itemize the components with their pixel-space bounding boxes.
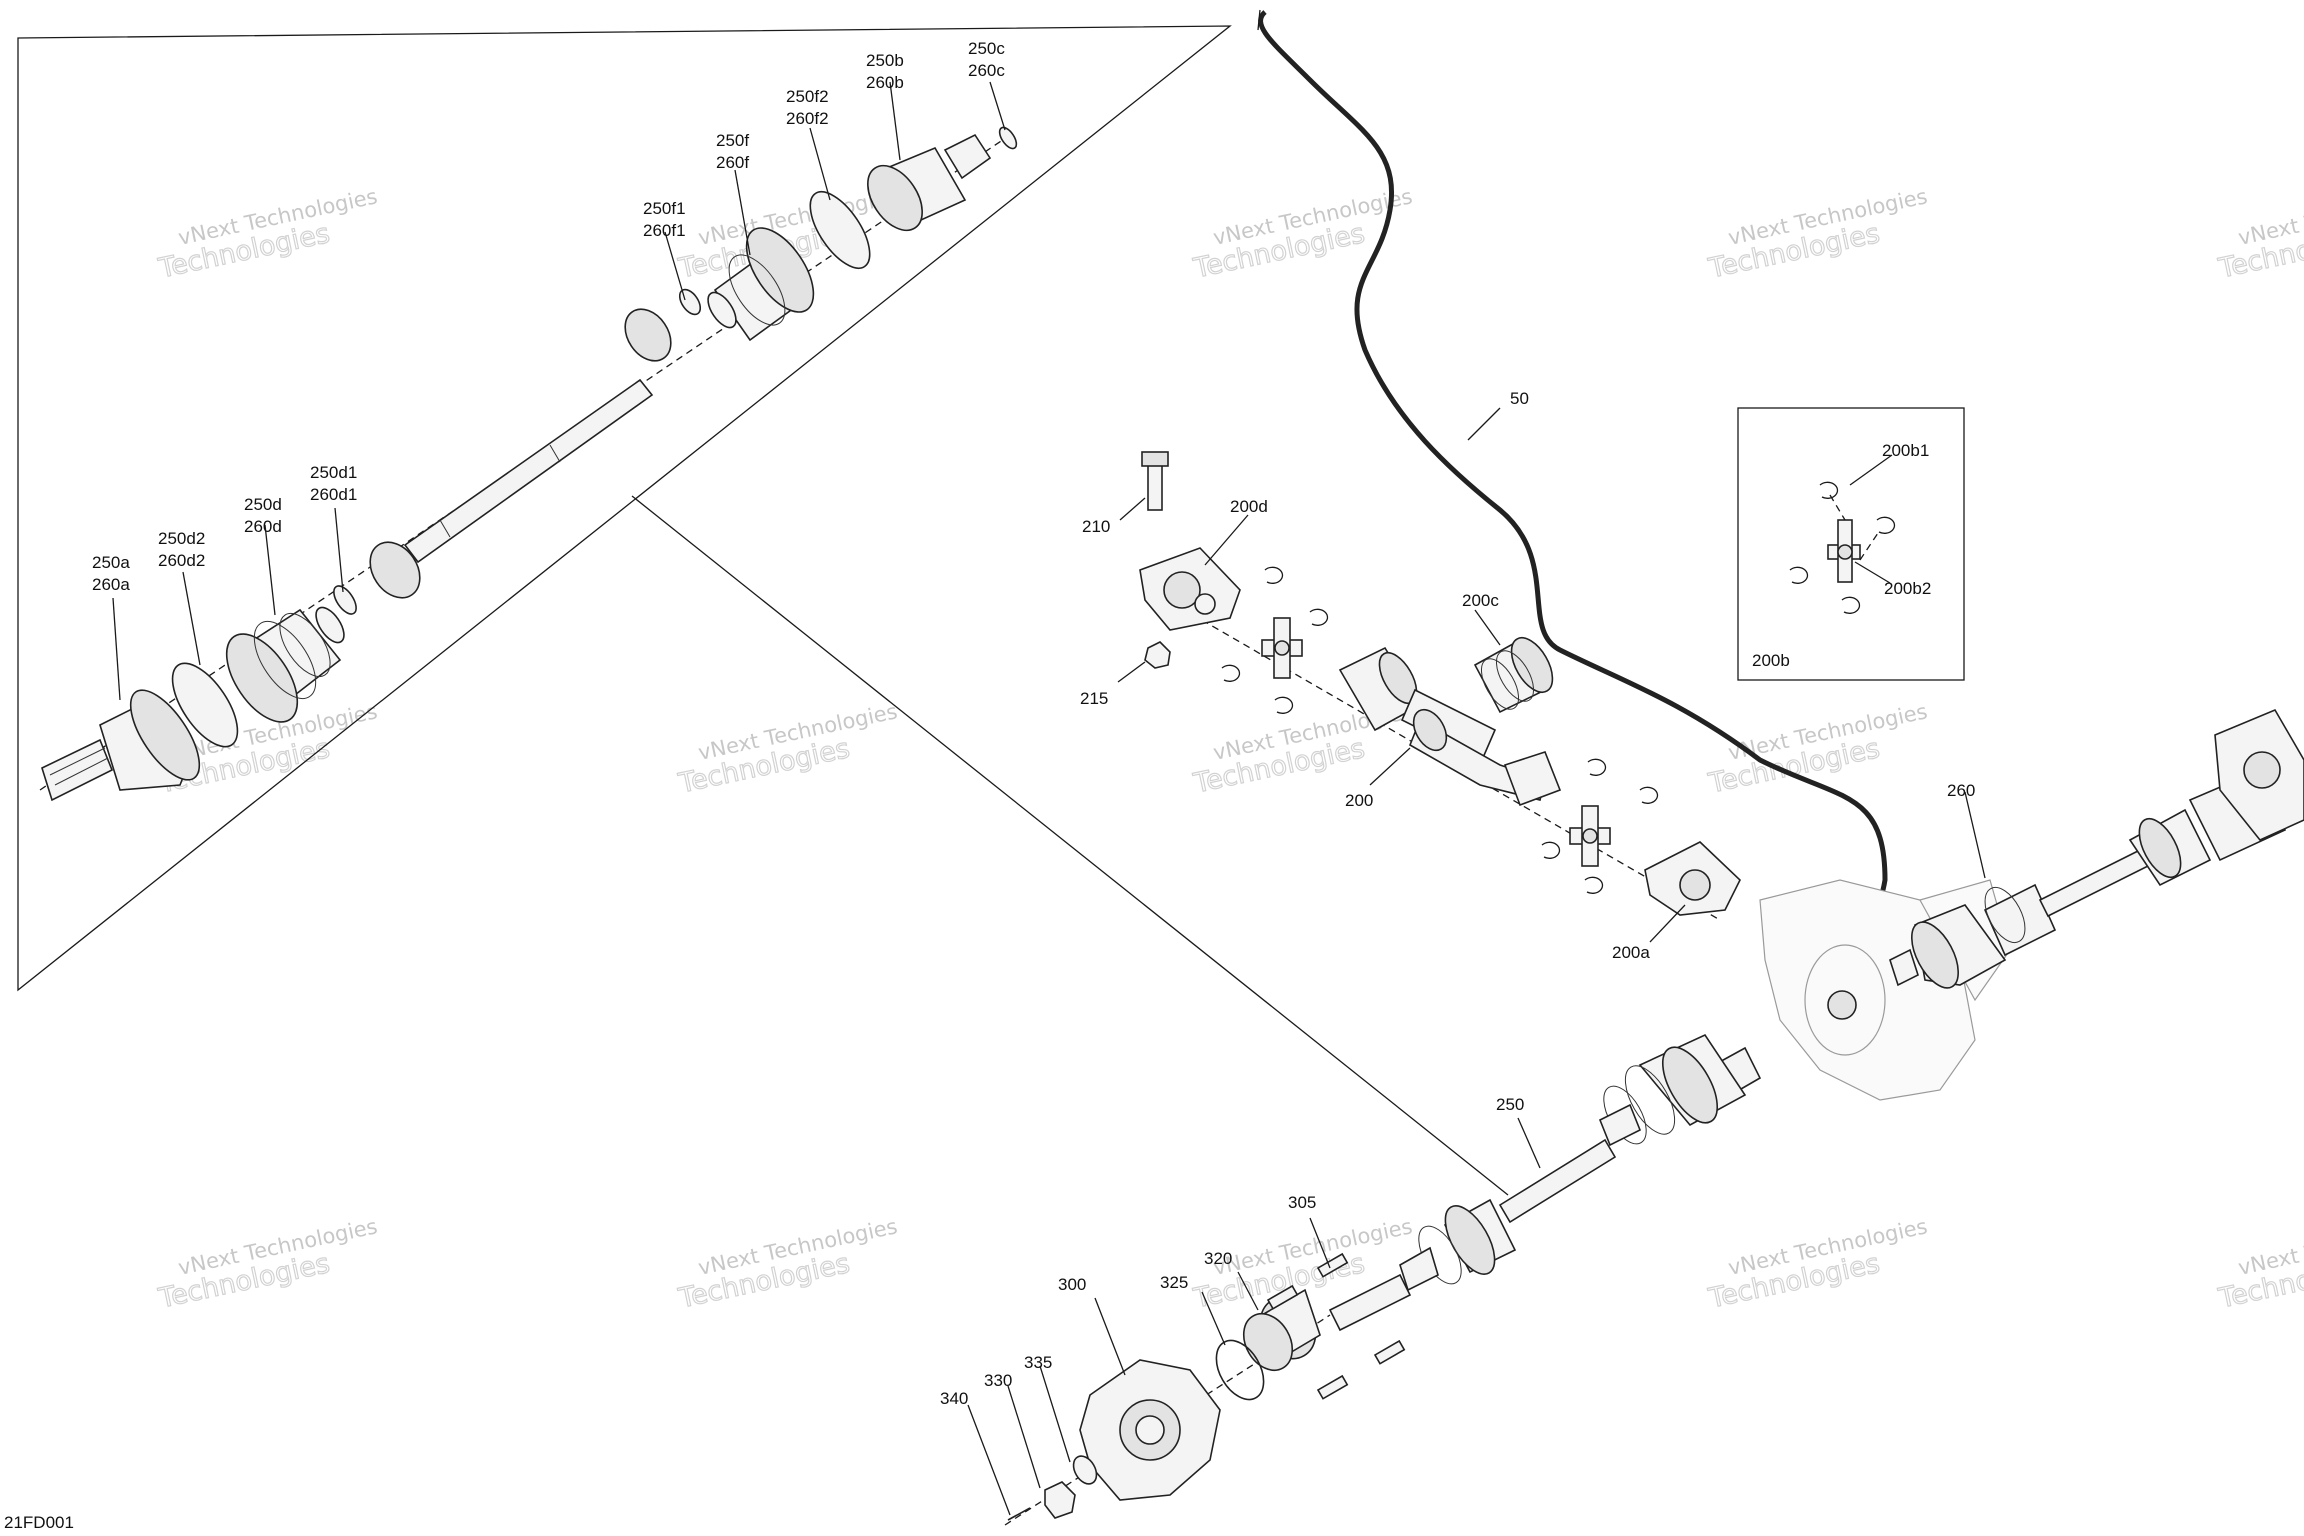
detail-leader-line [631, 495, 1509, 1196]
circlip [998, 126, 1018, 150]
callout-label: 200 [1345, 791, 1373, 810]
callout-label: 250d [244, 495, 282, 514]
inner-clamp-band [809, 191, 871, 269]
callout-label: 300 [1058, 1275, 1086, 1294]
callout-label: 250d1 [310, 463, 357, 482]
leader-200b1 [1849, 454, 1893, 486]
universal-joint-cross [1789, 481, 1896, 614]
inset-box [1737, 407, 1965, 681]
callout-label: 200a [1612, 943, 1650, 962]
callout-label: 260 [1947, 781, 1975, 800]
callout-label: 260f2 [786, 109, 829, 128]
callout-label: 200b1 [1882, 441, 1929, 460]
callout-label: 215 [1080, 689, 1108, 708]
outer-cv-joint [41, 689, 201, 802]
callout-label: 260d1 [310, 485, 357, 504]
hub-leaders [967, 1217, 1331, 1516]
callout-label: 260f [716, 153, 749, 172]
callout-label: 200c [1462, 591, 1499, 610]
callout-label: 260a [92, 575, 130, 594]
callout-label: 260c [968, 61, 1005, 80]
callout-label: 250b [866, 51, 904, 70]
callout-label: 250f [716, 131, 749, 150]
detail-leaders [112, 81, 1006, 701]
cross-200b-upper [1221, 566, 1329, 714]
inner-cv-housing [867, 133, 992, 232]
boot-200c [1473, 637, 1554, 714]
watermark: vNext Technologies Technologies [2215, 184, 2304, 285]
callout-label: 260d2 [158, 551, 205, 570]
left-axle-shaft [1328, 1033, 1762, 1332]
callout-label: 330 [984, 1371, 1012, 1390]
callout-label: 250a [92, 553, 130, 572]
clamp-band-small [333, 585, 357, 615]
wire-harness [1258, 10, 1888, 951]
leader-260 [1964, 791, 1986, 879]
axle-shaft-bar [403, 378, 654, 564]
cross-200b-lower [1541, 758, 1659, 894]
watermark: vNext Technologies Technologies [675, 1214, 900, 1315]
callout-label: 260b [866, 73, 904, 92]
callout-label: 340 [940, 1389, 968, 1408]
clip-ring [678, 288, 702, 316]
callout-label: 50 [1510, 389, 1529, 408]
diagram-code: 21FD001 [4, 1513, 74, 1532]
inset-box-label: 200b [1752, 651, 1790, 670]
watermark: vNext Technologies Technologies [2215, 1214, 2304, 1315]
inner-cv-boot [707, 227, 815, 342]
callout-label: 250 [1496, 1095, 1524, 1114]
nut-215 [1144, 641, 1171, 669]
bolt-210 [1141, 451, 1169, 511]
callout-label: 305 [1288, 1193, 1316, 1212]
clamp-band-large [171, 662, 239, 748]
watermark: vNext Technologies Technologies [1705, 1214, 1930, 1315]
right-axle-shaft [1889, 708, 2304, 989]
callout-label: 250c [968, 39, 1005, 58]
flange-yoke-200a [1644, 841, 1741, 916]
inner-race [369, 541, 421, 599]
driveshaft-tube [1408, 708, 1562, 807]
callout-label: 250f2 [786, 87, 829, 106]
leader-200b2 [1854, 561, 1891, 584]
exploded-axle-shaft [39, 126, 1018, 802]
leader-250 [1517, 1117, 1541, 1169]
callout-label: 335 [1024, 1353, 1052, 1372]
front-differential [1759, 879, 2011, 1101]
outer-cv-boot [225, 606, 345, 723]
inner-race-2 [624, 308, 672, 362]
callout-label: 200b2 [1884, 579, 1931, 598]
callout-label: 260f1 [643, 221, 686, 240]
callout-label: 260d [244, 517, 282, 536]
watermark-layer: vNext Technologies Technologies vNext Te… [155, 184, 2304, 1315]
wheel-hub-hardware [1004, 1252, 1406, 1526]
watermark: vNext Technologies Technologies [675, 699, 900, 800]
flange-yoke-200d [1139, 547, 1241, 631]
callout-label: 250d2 [158, 529, 205, 548]
exploded-detail-outline [17, 25, 1232, 992]
watermark: vNext Technologies Technologies [155, 184, 380, 285]
watermark: vNext Technologies Technologies [1705, 184, 1930, 285]
callout-label: 200d [1230, 497, 1268, 516]
leader-50 [1467, 407, 1501, 441]
watermark: vNext Technologies Technologies [155, 1214, 380, 1315]
callout-label: 250f1 [643, 199, 686, 218]
callout-label: 210 [1082, 517, 1110, 536]
callout-label: 325 [1160, 1273, 1188, 1292]
callout-label: 320 [1204, 1249, 1232, 1268]
callout-labels: 250c 260c 250b 260b 250f2 260f2 250f 260… [4, 39, 1975, 1532]
